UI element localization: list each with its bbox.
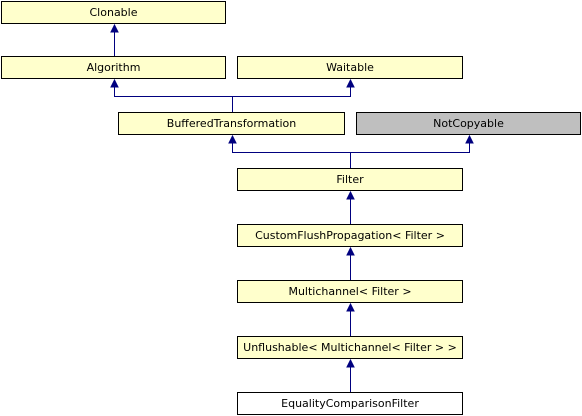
node-clonable[interactable]: Clonable <box>1 1 226 24</box>
arrowhead-filter <box>346 190 355 200</box>
node-unflushable[interactable]: Unflushable< Multichannel< Filter > > <box>237 336 463 359</box>
arrowhead-algorithm <box>110 78 119 88</box>
node-algorithm[interactable]: Algorithm <box>1 56 226 79</box>
edge-buffered_transformation-to-algorithm <box>114 85 233 112</box>
node-equality-comparison-filter: EqualityComparisonFilter <box>237 392 463 415</box>
node-not-copyable[interactable]: NotCopyable <box>356 112 581 135</box>
arrowhead-not_copyable <box>465 134 474 144</box>
arrowhead-waitable <box>346 78 355 88</box>
edge-buffered_transformation-to-waitable <box>232 85 351 112</box>
arrowhead-custom_flush_propagation <box>346 246 355 256</box>
arrowhead-unflushable <box>346 358 355 368</box>
node-buffered-transformation[interactable]: BufferedTransformation <box>118 112 345 135</box>
node-custom-flush-propagation[interactable]: CustomFlushPropagation< Filter > <box>237 224 463 247</box>
node-multichannel[interactable]: Multichannel< Filter > <box>237 280 463 303</box>
node-waitable[interactable]: Waitable <box>237 56 463 79</box>
edge-filter-to-not_copyable <box>350 141 470 168</box>
node-filter[interactable]: Filter <box>237 168 463 191</box>
arrowhead-buffered_transformation <box>228 134 237 144</box>
arrowhead-multichannel <box>346 302 355 312</box>
arrowhead-clonable <box>110 23 119 33</box>
edge-filter-to-buffered_transformation <box>232 141 351 168</box>
